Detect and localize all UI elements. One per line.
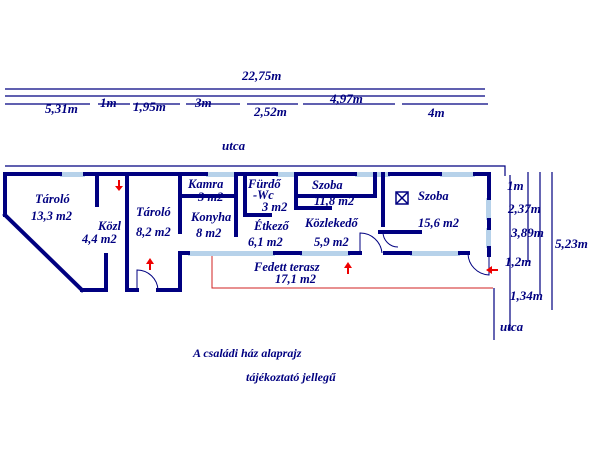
room-kozlekedo-area: 5,9 m2 <box>314 235 349 249</box>
dim-d7: 4m <box>427 105 445 120</box>
door-swings <box>82 231 490 291</box>
room-szoba1-name: Szoba <box>312 178 343 192</box>
room-etkezo-name: Étkező <box>253 219 289 233</box>
walls <box>2 172 491 293</box>
dim-d4: 3m <box>194 95 212 110</box>
room-furdo-area: 3 m2 <box>261 200 287 214</box>
caption-line2: tájékoztató jellegű <box>246 370 337 384</box>
dim-total: 22,75m <box>241 68 281 83</box>
dim-d2: 1m <box>100 95 117 110</box>
dim-d1: 5,31m <box>45 101 78 116</box>
street-label-right: utca <box>500 319 524 334</box>
dim-d3: 1,95m <box>133 99 166 114</box>
room-szoba2-name: Szoba <box>418 189 449 203</box>
street-label-top: utca <box>222 138 246 153</box>
street-boundary <box>5 165 506 176</box>
room-tarolo1-area: 13,3 m2 <box>31 209 72 223</box>
room-kamra-name: Kamra <box>187 177 223 191</box>
dim-r4: 5,23m <box>555 236 588 251</box>
top-dimension-lines <box>5 88 488 105</box>
room-tarolo1-name: Tároló <box>35 192 70 206</box>
room-furdo-sub: -Wc <box>253 188 274 202</box>
room-labels: Tároló 13,3 m2 Közl 4,4 m2 Tároló 8,2 m2… <box>31 177 459 286</box>
room-szoba1-area: 11,8 m2 <box>314 194 354 208</box>
dim-r2: 2,37m <box>507 201 541 216</box>
room-kozl-area: 4,4 m2 <box>81 232 117 246</box>
room-furdo-name: Fürdő <box>247 177 281 191</box>
dim-r5: 1,2m <box>505 254 531 269</box>
windows <box>60 172 491 256</box>
room-szoba2-area: 15,6 m2 <box>418 216 459 230</box>
room-terasz-name: Fedett terasz <box>253 260 320 274</box>
chimney-symbol <box>395 191 409 205</box>
entrance-arrows <box>115 180 498 274</box>
dim-d5: 2,52m <box>253 104 287 119</box>
terrace-outline <box>211 256 493 289</box>
dim-r1: 1m <box>507 178 524 193</box>
dim-r6: 1,34m <box>510 288 543 303</box>
dim-r3: 3,89m <box>510 225 544 240</box>
caption-line1: A családi ház alaprajz <box>192 346 302 360</box>
room-kozl-name: Közl <box>97 219 121 233</box>
room-konyha-name: Konyha <box>190 210 231 224</box>
right-dimension-lines <box>493 172 553 340</box>
room-kamra-area: 3 m2 <box>197 190 223 204</box>
room-konyha-area: 8 m2 <box>196 226 221 240</box>
dim-d6: 4,97m <box>329 91 363 106</box>
room-terasz-area: 17,1 m2 <box>275 272 316 286</box>
room-tarolo2-name: Tároló <box>136 205 171 219</box>
room-etkezo-area: 6,1 m2 <box>248 235 283 249</box>
room-tarolo2-area: 8,2 m2 <box>136 225 171 239</box>
room-kozlekedo-name: Közlekedő <box>304 216 359 230</box>
